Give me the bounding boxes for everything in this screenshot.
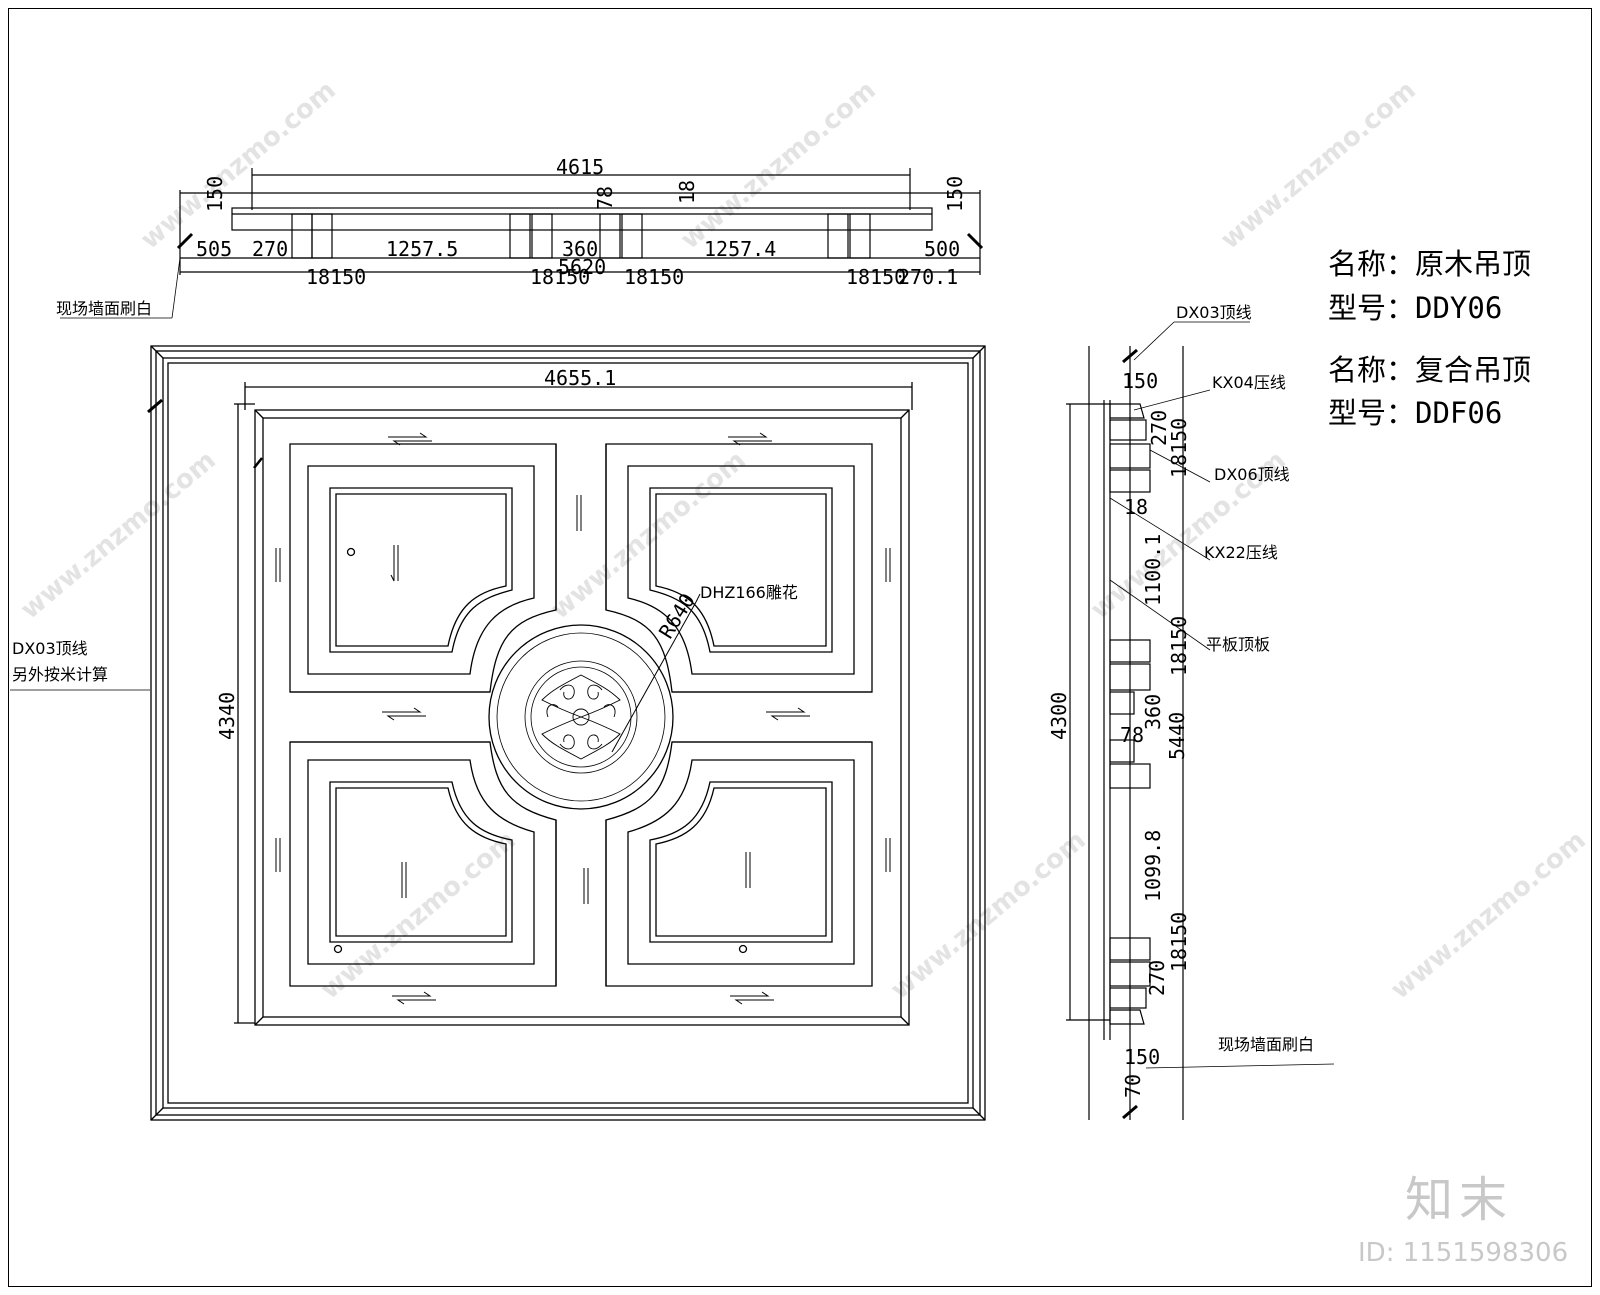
dim-top-1257-5: 1257.5 bbox=[386, 237, 458, 261]
dim-top-78: 78 bbox=[593, 186, 617, 210]
watermark-site: www.znzmo.com bbox=[315, 825, 521, 1005]
dim-top-b3: 18150 bbox=[624, 265, 684, 289]
dim-side-78: 78 bbox=[1120, 723, 1144, 747]
dim-top-h-left: 150 bbox=[203, 176, 227, 212]
dim-side-270-b: 270 bbox=[1145, 960, 1169, 996]
dim-side-18150-c: 18150 bbox=[1167, 912, 1191, 972]
dim-top-5620: 5620 bbox=[558, 255, 606, 279]
dim-top-18: 18 bbox=[675, 180, 699, 204]
dim-top-overall: 4615 bbox=[556, 155, 604, 179]
carving-label: DHZ166雕花 bbox=[700, 583, 798, 602]
dim-side-bottom-150: 150 bbox=[1124, 1045, 1160, 1069]
drawing-frame bbox=[8, 8, 1592, 1287]
dim-side-18: 18 bbox=[1124, 495, 1148, 519]
dim-top-1257-4: 1257.4 bbox=[704, 237, 776, 261]
side-section bbox=[1066, 321, 1335, 1120]
watermark-site: www.znzmo.com bbox=[1215, 75, 1421, 255]
top-note: 现场墙面刷白 bbox=[56, 299, 152, 318]
dim-side-1099-8: 1099.8 bbox=[1141, 830, 1165, 902]
label-dx03: DX03顶线 bbox=[1176, 303, 1252, 322]
watermark-site: www.znzmo.com bbox=[135, 75, 341, 255]
dim-plan-height: 4340 bbox=[215, 692, 239, 740]
dim-side-1100-1: 1100.1 bbox=[1141, 534, 1165, 606]
watermark-site: www.znzmo.com bbox=[15, 445, 221, 625]
dim-top-505: 505 bbox=[196, 237, 232, 261]
dim-side-total: 4300 bbox=[1047, 692, 1071, 740]
dim-top-360: 360 bbox=[562, 237, 598, 261]
watermark-site: www.znzmo.com bbox=[1385, 825, 1591, 1005]
plan-side-note-2: 另外按米计算 bbox=[12, 665, 108, 684]
dim-side-5440: 5440 bbox=[1165, 712, 1189, 760]
top-section bbox=[60, 168, 984, 319]
dim-top-b2: 18150 bbox=[530, 265, 590, 289]
title-name-2: 名称：复合吊顶 bbox=[1328, 353, 1532, 387]
dim-plan-width: 4655.1 bbox=[544, 366, 616, 390]
dim-radius: R640 bbox=[654, 589, 700, 643]
dim-side-top-150: 150 bbox=[1122, 369, 1158, 393]
dim-side-360: 360 bbox=[1141, 694, 1165, 730]
plan-side-note-1: DX03顶线 bbox=[12, 639, 88, 658]
grain-symbols bbox=[275, 432, 891, 1005]
image-id: ID: 1151598306 bbox=[1358, 1238, 1569, 1268]
dim-top-b4: 18150 bbox=[846, 265, 906, 289]
side-section-dims: 4300 150 270 18150 18 1100.1 18150 360 7… bbox=[1047, 303, 1314, 1098]
dim-side-18150-a: 18150 bbox=[1167, 418, 1191, 478]
top-section-dims: 4615 150 150 78 18 505 270 1257.5 360 12… bbox=[56, 155, 967, 318]
plan-dims: 4655.1 4340 R640 DHZ166雕花 DX03顶线 另外按米计算 bbox=[12, 366, 798, 740]
label-panel: 平板顶板 bbox=[1206, 635, 1270, 654]
label-kx04: KX04压线 bbox=[1212, 373, 1286, 392]
carving-rosette bbox=[541, 674, 621, 760]
dim-side-18150-b: 18150 bbox=[1167, 616, 1191, 676]
ceiling-plan bbox=[10, 345, 986, 1121]
dim-side-270: 270 bbox=[1147, 410, 1171, 446]
dim-top-270: 270 bbox=[252, 237, 288, 261]
watermark-site: www.znzmo.com bbox=[885, 825, 1091, 1005]
watermark-layer: www.znzmo.com www.znzmo.com www.znzmo.co… bbox=[15, 75, 1591, 1005]
dim-top-b1: 18150 bbox=[306, 265, 366, 289]
dim-top-h-right: 150 bbox=[943, 176, 967, 212]
dim-side-70: 70 bbox=[1121, 1074, 1145, 1098]
title-name-1: 名称：原木吊顶 bbox=[1328, 247, 1532, 281]
dim-top-270-1: 270.1 bbox=[898, 265, 958, 289]
label-dx06: DX06顶线 bbox=[1214, 465, 1290, 484]
dim-top-500: 500 bbox=[924, 237, 960, 261]
label-wall: 现场墙面刷白 bbox=[1218, 1035, 1314, 1054]
brand-logo: 知末 bbox=[1405, 1172, 1514, 1228]
label-kx22: KX22压线 bbox=[1204, 543, 1278, 562]
watermark-site: www.znzmo.com bbox=[675, 75, 881, 255]
title-model-1: 型号：DDY06 bbox=[1328, 291, 1503, 325]
title-model-2: 型号：DDF06 bbox=[1328, 396, 1503, 430]
